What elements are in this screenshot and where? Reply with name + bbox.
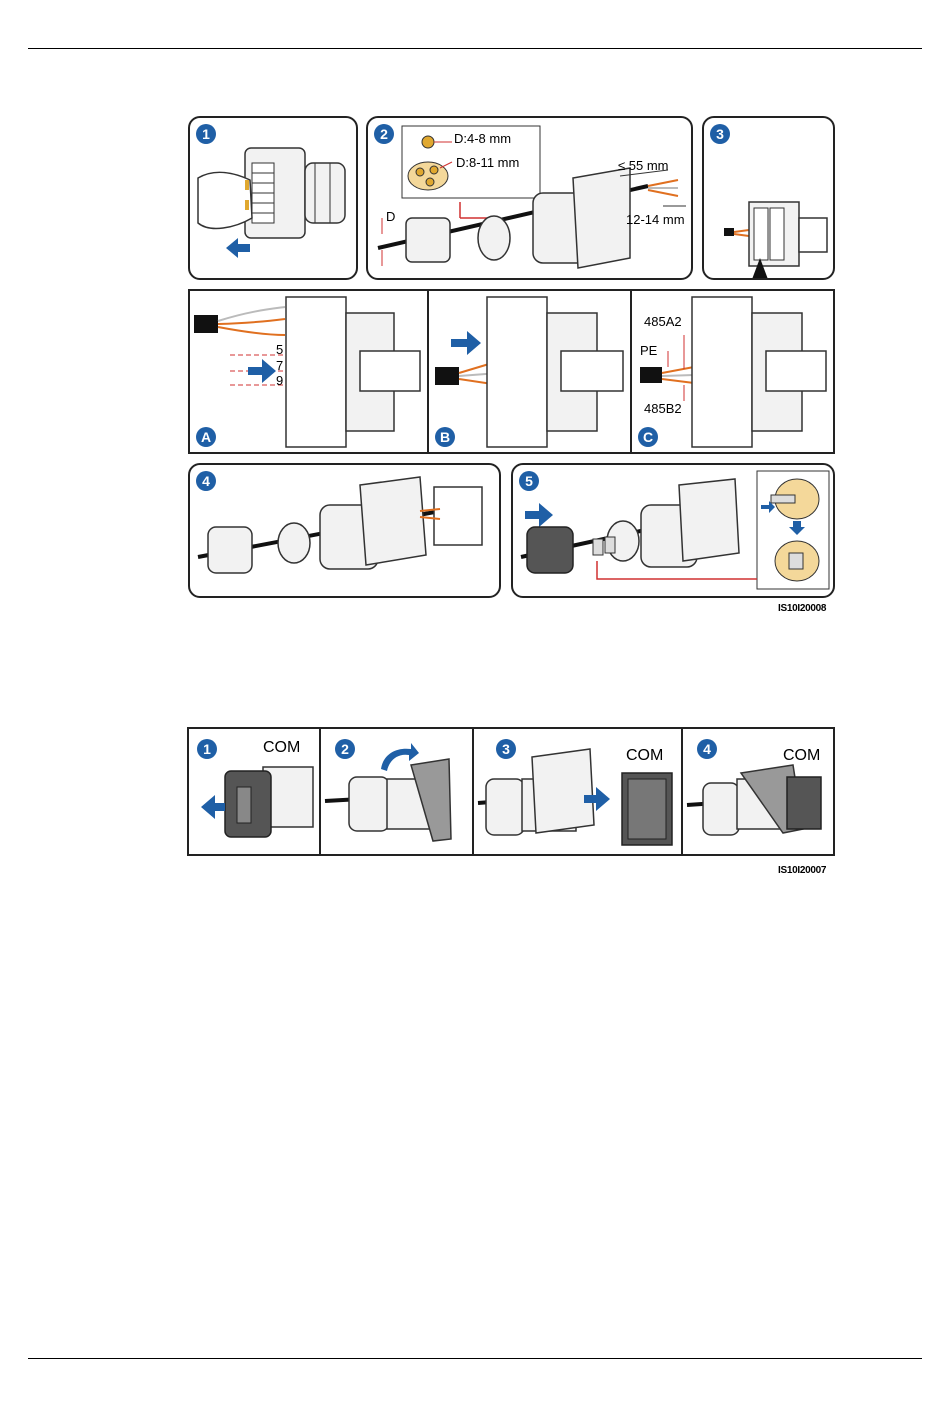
wiring-detail-frame: A 5 7 9 B: [188, 289, 835, 454]
step-4-panel: 4: [188, 463, 501, 598]
cable-and-seal-illustration: [368, 118, 693, 280]
pin-label-7: 7: [276, 358, 283, 373]
press-wires-illustration: [429, 291, 632, 452]
seal-large-dim: D:8-11 mm: [456, 155, 519, 170]
step-1-panel: 1: [188, 116, 358, 280]
step-badge-2: 2: [374, 124, 394, 144]
install-badge-4: 4: [697, 739, 717, 759]
install-badge-3: 3: [496, 739, 516, 759]
figure-1-code: IS10I20008: [778, 603, 826, 614]
substep-badge-a: A: [196, 427, 216, 447]
assemble-connector-illustration: [190, 465, 501, 598]
strip-length-dim: ≤ 55 mm: [618, 158, 668, 173]
step-badge-4: 4: [196, 471, 216, 491]
substep-c-cell: C 485A2 PE 485B2: [632, 291, 835, 452]
substep-a-cell: A 5 7 9: [190, 291, 429, 452]
install-badge-2: 2: [335, 739, 355, 759]
install-step-2-cell: 2: [321, 729, 474, 854]
step-badge-3: 3: [710, 124, 730, 144]
install-step-3-cell: 3 COM: [474, 729, 683, 854]
wire-label-485a2: 485A2: [644, 314, 682, 329]
step-badge-5: 5: [519, 471, 539, 491]
substep-badge-c: C: [638, 427, 658, 447]
wire-label-485b2: 485B2: [644, 401, 682, 416]
header-rule: [28, 48, 922, 49]
com-label-3: COM: [626, 747, 663, 765]
pin-label-9: 9: [276, 373, 283, 388]
strip-end-dim: 12-14 mm: [626, 212, 685, 227]
substep-b-cell: B: [429, 291, 632, 452]
wire-label-pe: PE: [640, 343, 657, 358]
insert-plugs-illustration: [513, 465, 835, 598]
insert-wires-illustration: [190, 291, 429, 452]
com-label-4: COM: [783, 747, 820, 765]
step-badge-1: 1: [196, 124, 216, 144]
step-3-panel: 3: [702, 116, 835, 280]
remove-connector-illustration: [190, 118, 358, 280]
pin-label-5: 5: [276, 342, 283, 357]
install-step-1-cell: 1 COM: [189, 729, 321, 854]
step-5-panel: 5: [511, 463, 835, 598]
diameter-label: D: [386, 209, 395, 224]
figure-2-code: IS10I20007: [778, 865, 826, 876]
seal-small-dim: D:4-8 mm: [454, 131, 511, 146]
com-label-1: COM: [263, 739, 300, 757]
install-frame: 1 COM 2 3 COM: [187, 727, 835, 856]
substep-badge-b: B: [435, 427, 455, 447]
footer-rule: [28, 1358, 922, 1359]
install-badge-1: 1: [197, 739, 217, 759]
step-2-panel: 2 D:4-8 mm D:8-11 mm D: [366, 116, 693, 280]
install-step-4-cell: 4 COM: [683, 729, 835, 854]
